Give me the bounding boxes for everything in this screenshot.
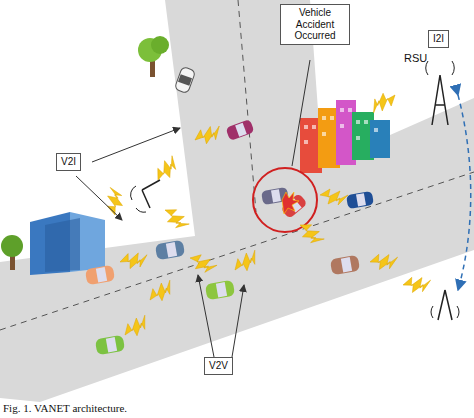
- vehicles: [85, 66, 374, 355]
- tree: [1, 235, 23, 270]
- city-buildings: [300, 100, 390, 173]
- box-text: V2V: [209, 360, 228, 372]
- box-text: V2I: [61, 156, 76, 168]
- box-text: I2I: [433, 33, 444, 45]
- link-label-box: V2I: [56, 153, 81, 171]
- tree: [138, 36, 169, 77]
- office-building: [30, 212, 105, 275]
- i2i-link: [458, 95, 471, 290]
- rsu-tower: [131, 180, 160, 212]
- link-label-box: V2V: [204, 357, 233, 375]
- callout-box: Vehicle Accident Occurred: [280, 4, 350, 45]
- lane-line: [0, 172, 474, 330]
- box-text: Vehicle Accident Occurred: [285, 7, 345, 42]
- wireless-links: [104, 87, 432, 342]
- leader-line: [292, 60, 310, 166]
- road: [0, 0, 474, 402]
- accident-circle: [253, 168, 317, 232]
- rsu-tower: [426, 61, 455, 125]
- pointer-arrows: [76, 128, 244, 357]
- link-label-box: I2I: [428, 30, 449, 48]
- figure-caption: Fig. 1. VANET architecture.: [3, 402, 127, 414]
- rsu-label: RSU: [404, 52, 427, 64]
- lane-line: [238, 0, 256, 212]
- rsu-tower: [431, 290, 459, 320]
